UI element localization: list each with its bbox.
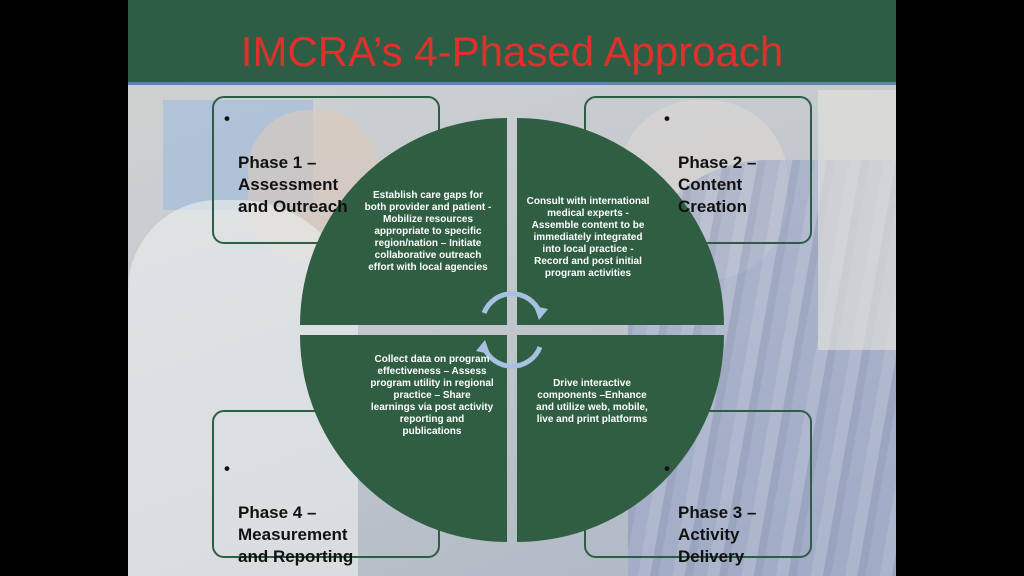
cycle-arrowheads: [476, 306, 548, 354]
phase-3-label: • Phase 3 – Activity Delivery: [664, 458, 757, 568]
phase-1-label-text: Phase 1 – Assessment and Outreach: [238, 153, 348, 216]
phase-3-label-text: Phase 3 – Activity Delivery: [678, 503, 757, 566]
bullet-icon: •: [664, 109, 670, 128]
quadrant-3-text: Drive interactive components –Enhance an…: [536, 378, 648, 425]
quadrant-phase-3: [517, 335, 724, 542]
bullet-icon: •: [664, 459, 670, 478]
slide: IMCRA’s 4-Phased Approach Establish care…: [128, 0, 896, 576]
quadrant-phase-1: [300, 118, 507, 325]
quadrant-phase-4: [300, 335, 507, 542]
quadrant-4-text: Collect data on program effectiveness – …: [370, 354, 494, 437]
quadrant-2-text: Consult with international medical exper…: [526, 196, 650, 279]
phase-2-label-text: Phase 2 – Content Creation: [678, 153, 757, 216]
quadrant-1-text: Establish care gaps for both provider an…: [364, 190, 492, 273]
background-poster: [818, 90, 896, 350]
title-divider: [128, 82, 896, 85]
cycle-diagram: [300, 118, 724, 542]
cycle-arrows-icon: [481, 291, 543, 369]
bullet-icon: •: [224, 459, 230, 478]
slide-title: IMCRA’s 4-Phased Approach: [240, 28, 784, 75]
quadrant-phase-2: [517, 118, 724, 325]
title-bar: [128, 0, 896, 82]
phase-4-label-text: Phase 4 – Measurement and Reporting: [238, 503, 354, 566]
phase-1-label: • Phase 1 – Assessment and Outreach: [224, 108, 348, 218]
bullet-icon: •: [224, 109, 230, 128]
phase-4-label: • Phase 4 – Measurement and Reporting: [224, 458, 354, 568]
phase-2-label: • Phase 2 – Content Creation: [664, 108, 757, 218]
